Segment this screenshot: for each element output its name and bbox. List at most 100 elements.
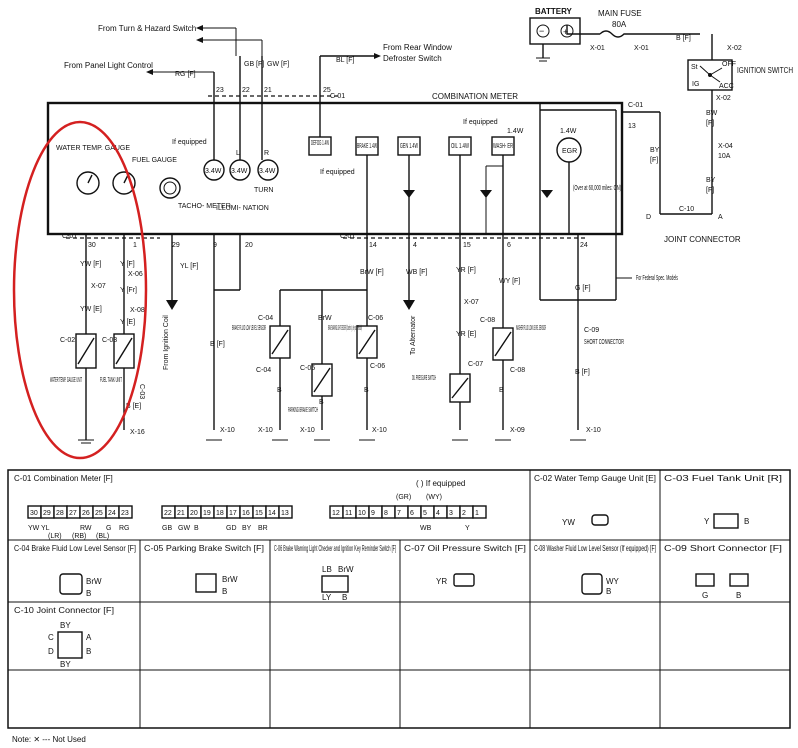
c01-pin-number: 30 (30, 510, 38, 517)
from-panel-light-label: From Panel Light Control (64, 61, 153, 70)
gb-f-label: GB [F] (244, 61, 264, 68)
x09: X-09 (510, 427, 525, 434)
c01-pin-number: 1 (475, 510, 479, 517)
c04-brw: BrW (86, 577, 102, 586)
c01-pin-number: 16 (242, 510, 250, 517)
yw-e: YW [E] (80, 306, 102, 313)
c01-pin-number: 5 (423, 510, 427, 517)
defog-lamp: DEFOG 1.4W (311, 140, 329, 147)
ign-acc: ACC (719, 83, 734, 90)
battery-label: BATTERY (535, 7, 573, 16)
table-c05: C-05 Parking Brake Switch [F] (144, 544, 264, 553)
c06-brw: BrW (338, 565, 354, 574)
c04-connector (59, 573, 83, 595)
c06-top: C-06 (368, 315, 383, 322)
gen-lamp: GEN 1.4W (400, 143, 418, 150)
c01-wire-color: (GR) (396, 494, 411, 501)
c01-pin-number: 12 (332, 510, 340, 517)
c01-wire-color: B (194, 525, 199, 532)
c08-wy: WY (606, 577, 620, 586)
c01-pin-number: 11 (345, 510, 352, 517)
rg-f-label: RG [F] (175, 71, 196, 78)
g-f: G [F] (575, 285, 591, 292)
c05-brw: BrW (222, 575, 238, 584)
yw-f: YW [F] (80, 261, 101, 268)
c01-wire-color: G (106, 525, 111, 532)
c10-c: C (48, 633, 54, 642)
c10-by-bottom: BY (60, 660, 71, 669)
tachometer-icon (159, 177, 181, 199)
svg-text:−: − (539, 26, 544, 36)
fuel-tank-unit (113, 333, 135, 369)
x10-e: X-10 (586, 427, 601, 434)
x07-a: X-07 (91, 283, 106, 290)
table-c07: C-07 Oil Pressure Switch [F] (404, 544, 526, 553)
c09-b: B (736, 591, 741, 600)
defroster-switch-label: Defroster Switch (383, 54, 442, 63)
c07-yr: YR (436, 577, 447, 586)
b-f-top: B [F] (676, 35, 691, 42)
brake-fluid-label: BRAKE FLUID LOW LEVEL SENSOR (232, 325, 266, 332)
pin-22: 22 (242, 87, 250, 94)
bulb-34-c: 3.4W (259, 168, 276, 175)
ignition-switch (687, 59, 733, 91)
c01-right: C-01 (628, 102, 643, 109)
c10-by-top: BY (60, 621, 71, 630)
bulb-34-a: 3.4W (205, 168, 222, 175)
combination-meter-title: COMBINATION METER (432, 92, 518, 101)
turn-hazard-lines (196, 25, 263, 56)
b-c05: B (319, 399, 324, 406)
b-f-illum: B [F] (210, 341, 225, 348)
b-c06: B (364, 387, 369, 394)
fuel-tank-unit-label: FUEL TANK UNIT (100, 377, 122, 384)
c10-d: D (48, 647, 54, 656)
washer-if-equipped: If equipped (463, 119, 498, 126)
ign-off: OFF (722, 61, 736, 68)
federal-label: For Federal Spec. Models (636, 275, 678, 282)
bw-label: BW (706, 110, 718, 117)
water-temp-gauge-label: WATER TEMP. GAUGE (56, 145, 130, 152)
table-c08: C-08 Washer Fluid Low Level Sensor (If e… (534, 544, 656, 553)
c01-pin-number: 13 (281, 510, 289, 517)
yr-e: YR [E] (456, 331, 476, 338)
pin-20: 20 (245, 242, 253, 249)
c01-wire-color: GB (162, 525, 172, 532)
table-c01: C-01 Combination Meter [F] (14, 474, 113, 483)
washer-14w: 1.4W (507, 128, 524, 135)
x08: X-08 (130, 307, 145, 314)
parking-brake-switch (311, 363, 333, 397)
c01-left-bottom: C-01 (62, 233, 77, 240)
c01-wire-color: BY (242, 525, 252, 532)
c09-connector-g (695, 573, 715, 587)
parking-brake-label: PARKING BRAKE SWITCH (288, 407, 318, 414)
c01-wire-color: YW (28, 525, 40, 532)
c09-connector-b (729, 573, 749, 587)
c05: C-05 (300, 365, 315, 372)
pin-9: 9 (213, 242, 217, 249)
washer-lamp: WASH- ER (493, 143, 513, 150)
yl-f: YL [F] (180, 263, 198, 270)
c01-pin-number: 26 (82, 510, 90, 517)
c01-pin-cell (472, 505, 487, 519)
c01-wire-color: (WY) (426, 494, 442, 501)
c01-pin-number: 19 (203, 510, 211, 517)
c04-top: C-04 (258, 315, 273, 322)
c10-b-pin: B (86, 647, 91, 656)
c01-wire-color: YL (41, 525, 50, 532)
c01-pin-number: 2 (462, 510, 466, 517)
egr-lamp: EGR (562, 148, 577, 155)
c02-wire: YW (562, 518, 575, 527)
c01-pin-number: 20 (190, 510, 198, 517)
c08-b: B (606, 587, 611, 596)
ign-st: St (691, 64, 698, 71)
combination-meter-box (46, 101, 624, 236)
pin-13: 13 (628, 123, 636, 130)
svg-text:+: + (563, 27, 568, 37)
c01-wire-color: Y (465, 525, 470, 532)
c01-pin-number: 17 (229, 510, 237, 517)
x04: X-04 (718, 143, 733, 150)
c01-pin-number: 18 (216, 510, 224, 517)
c01-wire-color: RG (119, 525, 130, 532)
wb-f: WB [F] (406, 269, 427, 276)
